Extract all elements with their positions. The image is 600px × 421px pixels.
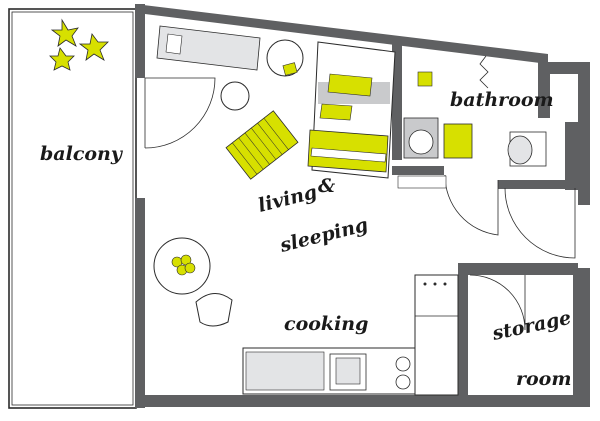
label-cooking: cooking <box>284 313 368 335</box>
chair <box>195 293 233 327</box>
walls <box>135 4 590 408</box>
sideboard <box>156 25 261 71</box>
dining-table <box>153 237 211 295</box>
label-ampersand: & <box>318 175 335 197</box>
fridge <box>414 274 459 396</box>
book <box>282 62 298 76</box>
label-room: room <box>516 368 571 390</box>
plant-icon <box>49 18 109 71</box>
rug <box>225 110 299 180</box>
label-bathroom: bathroom <box>450 89 554 111</box>
doors <box>144 77 576 331</box>
label-sleeping: sleeping <box>277 214 370 257</box>
label-living: living <box>256 181 319 217</box>
label-balcony: balcony <box>40 143 124 165</box>
bed <box>307 41 396 179</box>
stool <box>220 81 250 111</box>
label-storage: storage <box>489 307 573 345</box>
kitchen-counter <box>242 347 416 395</box>
balcony-area <box>8 8 137 409</box>
bathroom-fixtures <box>397 55 547 189</box>
